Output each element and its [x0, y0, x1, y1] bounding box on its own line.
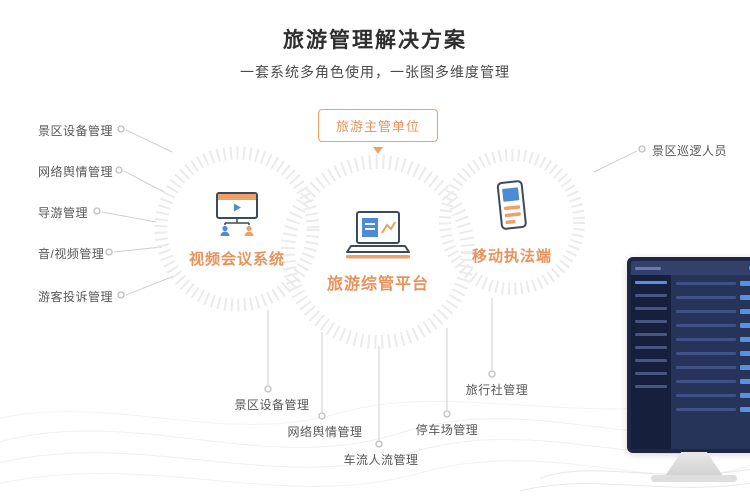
circle-platform: 旅游综管平台 — [278, 152, 478, 352]
circle-video-conference: 视频会议系统 — [152, 144, 322, 314]
mobile-enforcement-icon — [496, 179, 527, 230]
dashboard-content — [671, 275, 750, 449]
down-arrow-icon — [373, 147, 383, 154]
video-conference-icon — [215, 191, 258, 236]
authority-node: 旅游主管单位 — [317, 109, 439, 142]
bottom-label-parking: 停车场管理 — [415, 423, 479, 437]
right-label-patrol: 景区巡逻人员 — [652, 144, 728, 158]
dashed-ring — [154, 146, 320, 312]
circle-label-mobile: 移动执法端 — [471, 247, 552, 265]
left-label-public-opinion: 网络舆情管理 — [38, 165, 114, 179]
left-label-scenic-equipment: 景区设备管理 — [38, 124, 114, 138]
bottom-label-travel-agency: 旅行社管理 — [465, 383, 529, 397]
page-title: 旅游管理解决方案 — [283, 29, 467, 52]
dashboard-header — [631, 261, 750, 275]
left-label-av-management: 音/视频管理 — [38, 247, 105, 261]
monitor-screen — [627, 257, 750, 453]
monitor-stand-base — [651, 475, 737, 482]
circle-mobile: 移动执法端 — [436, 146, 588, 298]
bottom-label-public-opinion: 网络舆情管理 — [287, 425, 363, 439]
platform-laptop-icon — [345, 211, 410, 259]
circle-label-platform: 旅游综管平台 — [326, 276, 429, 293]
dashed-ring — [281, 155, 475, 349]
page-subtitle: 一套系统多角色使用，一张图多维度管理 — [240, 64, 510, 80]
left-label-guide-management: 导游管理 — [38, 206, 89, 220]
bottom-label-traffic-flow: 车流人流管理 — [343, 453, 419, 467]
authority-label: 旅游主管单位 — [335, 119, 421, 134]
bottom-label-scenic-equipment: 景区设备管理 — [234, 398, 310, 412]
left-label-complaint-management: 游客投诉管理 — [38, 290, 114, 304]
circle-label-video-conference: 视频会议系统 — [188, 250, 285, 268]
dashed-ring — [439, 149, 585, 295]
dashboard-sidebar — [631, 275, 671, 449]
dashboard-monitor — [627, 257, 750, 482]
